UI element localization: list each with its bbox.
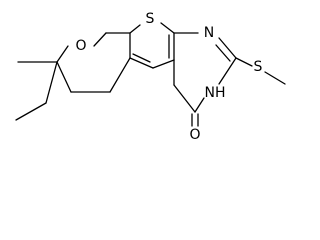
pyrimidine-n-label: N — [204, 25, 214, 41]
bond — [56, 61, 72, 93]
bond — [15, 102, 47, 121]
bond — [235, 57, 253, 67]
bond — [264, 71, 286, 85]
bond — [45, 61, 58, 104]
bond — [93, 32, 107, 47]
bond — [173, 84, 196, 113]
molecule-structure-diagram: O S N NH S O — [15, 11, 286, 143]
bond — [218, 57, 237, 85]
bond — [56, 45, 69, 63]
bond — [160, 22, 175, 34]
bond — [218, 37, 237, 59]
carbonyl-oxygen-label: O — [189, 127, 200, 143]
bond — [152, 59, 175, 69]
bond — [109, 57, 131, 93]
pyrimidine-nh-label: NH — [205, 85, 226, 101]
bond — [215, 44, 231, 62]
bond — [132, 53, 151, 63]
thiophene-sulfur-label: S — [146, 11, 155, 27]
bond — [129, 24, 141, 34]
bond — [194, 97, 205, 113]
atom-labels: O S N NH S O — [75, 11, 262, 143]
thioether-sulfur-label: S — [254, 59, 263, 75]
bond — [129, 57, 154, 69]
bond-lines — [15, 22, 286, 127]
ring-oxygen-label: O — [75, 38, 86, 54]
